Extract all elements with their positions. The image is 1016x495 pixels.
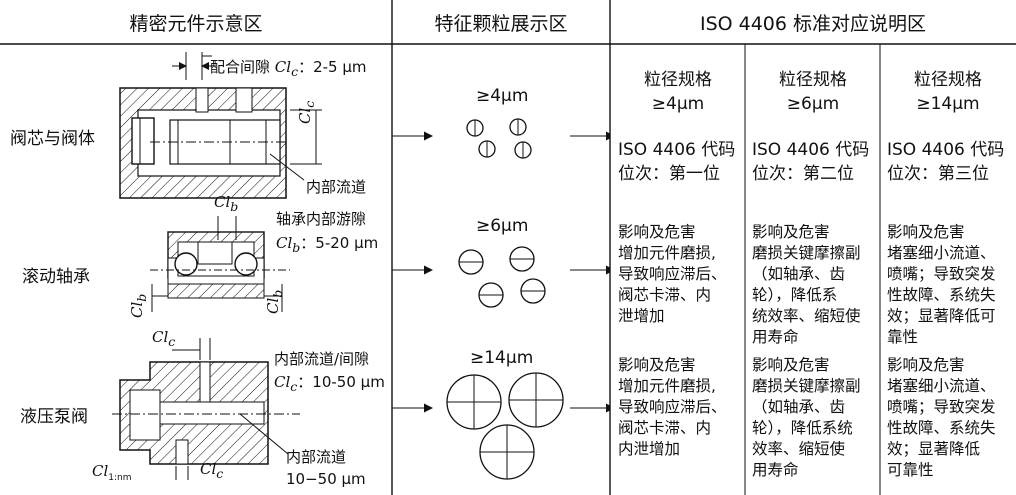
component-label-pump: 液压泵阀: [20, 407, 88, 427]
impact-row2-col1: 影响及危害增加元件磨损,导致响应滞后、阀芯卡滞、内内泄增加: [618, 356, 727, 458]
bearing-drawing: [150, 216, 290, 312]
iso-code-col2: ISO 4406 代码位次：第二位: [752, 140, 870, 184]
header-iso: ISO 4406 标准对应说明区: [699, 12, 927, 35]
particle-label-4um: ≥4µm: [476, 86, 529, 106]
pump-valve-drawing: [112, 338, 300, 480]
particles-4um: [466, 118, 532, 159]
clearance-value-pump: Clc：10-50 µm: [274, 373, 385, 394]
iso-size-col3: 粒径规格≥14µm: [914, 70, 982, 114]
clearance-title-pump: 内部流道/间隙: [274, 350, 370, 368]
component-label-valve: 阀芯与阀体: [10, 129, 95, 149]
iso-code-col3: ISO 4406 代码位次：第三位: [887, 140, 1005, 184]
header-particles: 特征颗粒展示区: [434, 12, 568, 35]
particles-14um: [446, 372, 564, 480]
channel-value-pump: 10−50 µm: [286, 470, 366, 488]
particles-6um: [458, 246, 546, 308]
impact-row2-col2: 影响及危害磨损关键摩擦副（如轴承、齿轮），降低系统效率、缩短使用寿命: [752, 356, 861, 479]
component-label-bearing: 滚动轴承: [22, 267, 90, 287]
component-drawings: [112, 52, 322, 480]
right-dim-bearing: Clb: [264, 289, 285, 314]
clearance-label-valve: 配合间隙 Clc：2-5 µm: [210, 58, 367, 79]
impact-row1-col3: 影响及危害堵塞细小流道、喷嘴；导致突发性故障、系统失效；显著降低可靠性: [887, 223, 996, 346]
left-dim-bearing: Clb: [128, 293, 149, 318]
channel-label-valve: 内部流道: [306, 178, 367, 196]
impact-row1-col1: 影响及危害增加元件磨损,导致响应滞后、阀芯卡滞、内泄增加: [618, 223, 727, 325]
particle-label-14um: ≥14µm: [470, 348, 534, 368]
channel-label-pump: 内部流道: [286, 448, 347, 466]
bottom-right-dim-pump: Clc: [200, 460, 224, 481]
clearance-title-bearing: 轴承内部游隙: [276, 210, 367, 228]
top-dim-pump: Clc: [152, 328, 176, 349]
particle-label-6um: ≥6µm: [476, 216, 529, 236]
impact-row1-col2: 影响及危害磨损关键摩擦副（如轴承、齿轮），降低系统效率、缩短使用寿命: [752, 223, 861, 346]
iso-size-col2: 粒径规格≥6µm: [779, 70, 847, 114]
iso-size-col1: 粒径规格≥4µm: [644, 70, 712, 114]
header-components: 精密元件示意区: [129, 12, 263, 35]
valve-spool-drawing: [119, 52, 322, 199]
bottom-left-dim-pump: Cl1:nm: [92, 462, 132, 483]
particle-drawings: [392, 118, 610, 480]
dim-label-valve: Clc: [296, 100, 317, 124]
top-dim-bearing: Clb: [214, 193, 239, 214]
clearance-value-bearing: Clb：5-20 µm: [276, 234, 379, 255]
iso-code-col1: ISO 4406 代码位次：第一位: [618, 140, 736, 184]
impact-row2-col3: 影响及危害堵塞细小流道、喷嘴；导致突发性故障、系统失效；显著降低可靠性: [887, 356, 996, 479]
